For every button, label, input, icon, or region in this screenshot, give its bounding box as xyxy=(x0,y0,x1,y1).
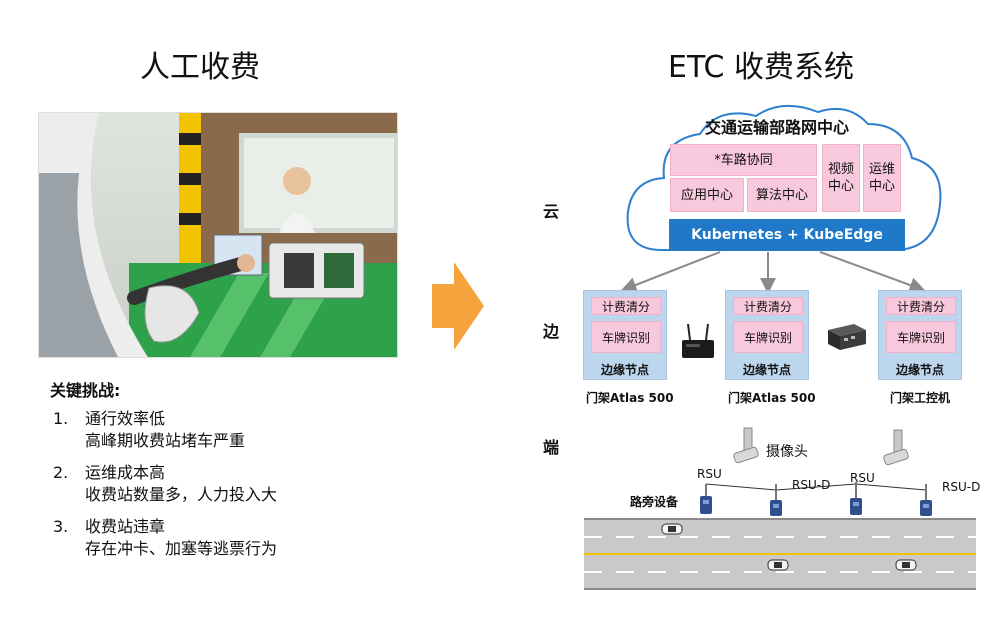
edge-node: 计费清分 车牌识别 边缘节点 xyxy=(725,290,809,380)
plate-recognition-box: 车牌识别 xyxy=(591,321,661,353)
billing-clearing-box: 计费清分 xyxy=(591,297,661,315)
camera-label: 摄像头 xyxy=(766,444,808,460)
network-center-title: 交通运输部路网中心 xyxy=(705,118,850,137)
tier-label-cloud: 云 xyxy=(543,202,560,221)
rsu-d-label: RSU-D xyxy=(792,478,831,492)
camera-icon xyxy=(733,427,759,464)
edge-node-label: 边缘节点 xyxy=(895,363,944,377)
cloud-shape xyxy=(626,104,942,251)
plate-recognition-box: 车牌识别 xyxy=(886,321,956,353)
roadside-scene xyxy=(584,427,976,590)
car-icon xyxy=(767,559,789,571)
key-challenges-heading: 关键挑战: xyxy=(50,381,121,400)
edge-node-caption: 门架Atlas 500 xyxy=(728,391,816,405)
tier-label-end: 端 xyxy=(543,438,560,457)
challenge-item: 1. 通行效率低 高峰期收费站堵车严重 xyxy=(53,408,245,452)
challenge-detail: 收费站数量多，人力投入大 xyxy=(85,485,278,504)
etc-system-title: ETC 收费系统 xyxy=(668,50,855,85)
billing-clearing-box: 计费清分 xyxy=(733,297,803,315)
edge-node-caption: 门架Atlas 500 xyxy=(586,391,674,405)
edge-node-label: 边缘节点 xyxy=(600,363,649,377)
car-icon xyxy=(661,523,683,535)
challenge-item: 2. 运维成本高 收费站数量多，人力投入大 xyxy=(53,462,277,506)
cloud-edge-connectors xyxy=(620,251,926,294)
plate-recognition-box: 车牌识别 xyxy=(733,321,803,353)
edge-node: 计费清分 车牌识别 边缘节点 xyxy=(583,290,667,380)
edge-node: 计费清分 车牌识别 边缘节点 xyxy=(878,290,962,380)
manual-toll-title: 人工收费 xyxy=(140,50,260,85)
challenge-number: 1. xyxy=(53,409,69,428)
vehicle-road-collab-box: *车路协同 xyxy=(670,144,817,176)
industrial-pc-icon xyxy=(828,324,866,350)
rsu-label: RSU xyxy=(850,471,875,485)
atlas-500-device-icon xyxy=(682,323,714,358)
roadside-equipment-label: 路旁设备 xyxy=(630,495,679,509)
challenge-title: 收费站违章 xyxy=(85,517,166,536)
video-center-box: 视频中心 xyxy=(822,144,860,212)
rsu-d-label: RSU-D xyxy=(942,480,981,494)
challenge-item: 3. 收费站违章 存在冲卡、加塞等逃票行为 xyxy=(53,516,277,560)
algo-center-box: 算法中心 xyxy=(747,178,817,212)
camera-icon xyxy=(883,429,909,466)
toll-booth-photo xyxy=(38,112,398,358)
transition-arrow-icon xyxy=(432,262,484,350)
challenge-number: 3. xyxy=(53,517,69,536)
billing-clearing-box: 计费清分 xyxy=(886,297,956,315)
challenge-detail: 高峰期收费站堵车严重 xyxy=(85,431,246,450)
tier-label-edge: 边 xyxy=(543,322,560,341)
ops-center-box: 运维中心 xyxy=(863,144,901,212)
challenge-number: 2. xyxy=(53,463,69,482)
challenge-title: 通行效率低 xyxy=(85,409,166,428)
rsu-label: RSU xyxy=(697,467,722,481)
challenge-title: 运维成本高 xyxy=(85,463,166,482)
kubernetes-kubeedge-bar: Kubernetes + KubeEdge xyxy=(669,219,905,251)
challenge-detail: 存在冲卡、加塞等逃票行为 xyxy=(85,539,278,558)
car-icon xyxy=(895,559,917,571)
edge-node-label: 边缘节点 xyxy=(742,363,791,377)
edge-node-caption: 门架工控机 xyxy=(889,391,950,405)
app-center-box: 应用中心 xyxy=(670,178,744,212)
